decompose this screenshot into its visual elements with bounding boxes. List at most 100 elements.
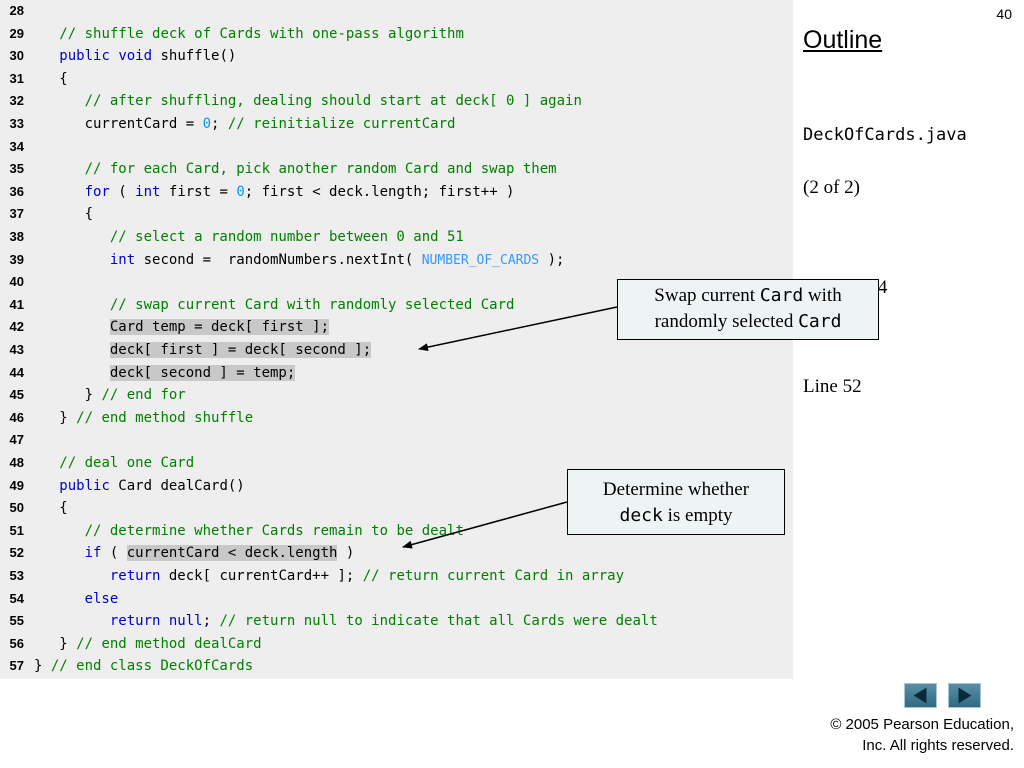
code-text: deck[ first ] = deck[ second ];: [34, 339, 372, 362]
code-token: );: [539, 251, 565, 268]
code-token: [34, 161, 85, 177]
code-text: currentCard = 0; // reinitialize current…: [34, 113, 456, 136]
line-number: 37: [9, 206, 24, 222]
code-token: public: [59, 477, 110, 494]
line-number: 45: [9, 387, 24, 403]
code-token: void: [118, 48, 153, 65]
code-text: // determine whether Cards remain to be …: [34, 520, 464, 543]
code-token: // return current Card in array: [362, 568, 625, 584]
line-number: 28: [9, 3, 24, 18]
code-token: // reinitialize currentCard: [227, 116, 456, 132]
code-line: 57 } // end class DeckOfCards: [0, 655, 793, 678]
code-token: deck[ second ] = temp;: [109, 364, 296, 381]
part-label: (2 of 2): [803, 177, 860, 198]
code-token: 0: [236, 183, 245, 200]
code-token: }: [34, 387, 102, 404]
code-token: int: [135, 183, 161, 200]
outline-title[interactable]: Outline: [803, 26, 883, 54]
line-reference-b: Line 52: [803, 376, 862, 397]
code-token: currentCard < deck.length: [126, 545, 338, 562]
code-token: [34, 523, 85, 539]
code-text: // for each Card, pick another random Ca…: [34, 158, 557, 181]
code-token: [34, 252, 110, 268]
code-token: [34, 545, 85, 561]
code-text: // deal one Card: [34, 452, 194, 475]
code-token: int: [109, 251, 136, 268]
code-line: 56 } // end method dealCard: [0, 633, 793, 656]
copyright-line-2: Inc. All rights reserved.: [862, 737, 1014, 754]
code-line: 39 int second = randomNumbers.nextInt( N…: [0, 249, 793, 272]
code-text: return null; // return null to indicate …: [34, 610, 658, 633]
code-text: Card temp = deck[ first ];: [34, 316, 330, 339]
line-number: 46: [9, 409, 24, 425]
code-token: // end method dealCard: [76, 635, 262, 652]
code-text: {: [34, 203, 93, 226]
code-token: deck[ currentCard++ ];: [160, 568, 363, 584]
slide-number: 40: [996, 6, 1012, 22]
code-line: 32 // after shuffling, dealing should st…: [0, 90, 793, 113]
code-line: 35 // for each Card, pick another random…: [0, 158, 793, 181]
code-token: // for each Card, pick another random Ca…: [84, 161, 557, 178]
code-line: 30 public void shuffle(): [0, 45, 793, 68]
code-line: 43 deck[ first ] = deck[ second ];: [0, 339, 793, 362]
code-token: // determine whether Cards remain to be …: [84, 522, 464, 539]
previous-slide-button[interactable]: [904, 683, 937, 708]
code-line: 37 {: [0, 203, 793, 226]
code-token: if: [84, 545, 102, 562]
line-number: 43: [9, 342, 24, 357]
code-line: 47: [0, 429, 793, 452]
swap-callout-text-1: Swap current: [654, 285, 760, 306]
line-number: 50: [9, 500, 24, 516]
code-line: 40: [0, 271, 793, 294]
code-line: 31 {: [0, 68, 793, 91]
line-number: 34: [9, 138, 24, 154]
code-token: [34, 297, 110, 313]
code-line: 45 } // end for: [0, 384, 793, 407]
code-text: {: [34, 68, 67, 91]
code-text: } // end class DeckOfCards: [34, 655, 253, 678]
code-text: } // end method shuffle: [34, 407, 253, 430]
code-token: else: [84, 590, 119, 607]
code-token: // after shuffling, dealing should start…: [84, 93, 582, 110]
code-line: 54 else: [0, 588, 793, 611]
code-line: 28: [0, 0, 793, 23]
code-text: } // end for: [34, 384, 186, 407]
line-number: 47: [9, 432, 24, 448]
swap-callout-text-3: randomly selected: [654, 311, 799, 332]
next-slide-button[interactable]: [948, 683, 981, 708]
triangle-left-icon: [913, 687, 927, 704]
code-token: // swap current Card with randomly selec…: [109, 296, 515, 313]
code-token: [34, 93, 85, 109]
line-number: 52: [9, 545, 24, 561]
copyright-line-1: © 2005 Pearson Education,: [830, 716, 1014, 733]
code-token: ;: [202, 613, 220, 630]
code-token: second = randomNumbers.nextInt(: [135, 251, 422, 268]
line-number: 55: [9, 613, 24, 629]
code-token: NUMBER_OF_CARDS: [421, 252, 540, 268]
code-token: // shuffle deck of Cards with one-pass a…: [59, 25, 464, 42]
code-line: 46 } // end method shuffle: [0, 407, 793, 430]
line-number: 57: [9, 658, 24, 674]
code-token: null: [168, 613, 203, 630]
code-token: [34, 613, 110, 629]
line-number: 44: [9, 364, 24, 380]
line-number: 36: [9, 183, 24, 199]
code-text: deck[ second ] = temp;: [34, 362, 296, 385]
code-token: ): [337, 545, 355, 562]
code-token: [160, 613, 168, 629]
code-token: return: [109, 568, 161, 584]
code-token: first =: [160, 183, 237, 200]
code-token: }: [34, 658, 51, 675]
code-token: Card dealCard(): [109, 477, 245, 494]
code-token: [34, 184, 85, 200]
line-number: 51: [9, 522, 24, 538]
code-token: Card temp = deck[ first ];: [109, 319, 330, 336]
code-line: 44 deck[ second ] = temp;: [0, 362, 793, 385]
deal-callout-text-1: Determine whether: [602, 479, 750, 500]
code-token: [34, 26, 59, 42]
line-number: 49: [9, 477, 24, 493]
code-token: }: [34, 635, 77, 652]
code-token: // end for: [101, 387, 186, 404]
copyright-notice: © 2005 Pearson Education, Inc. All right…: [754, 714, 1014, 756]
file-name: DeckOfCards.java: [803, 125, 967, 145]
